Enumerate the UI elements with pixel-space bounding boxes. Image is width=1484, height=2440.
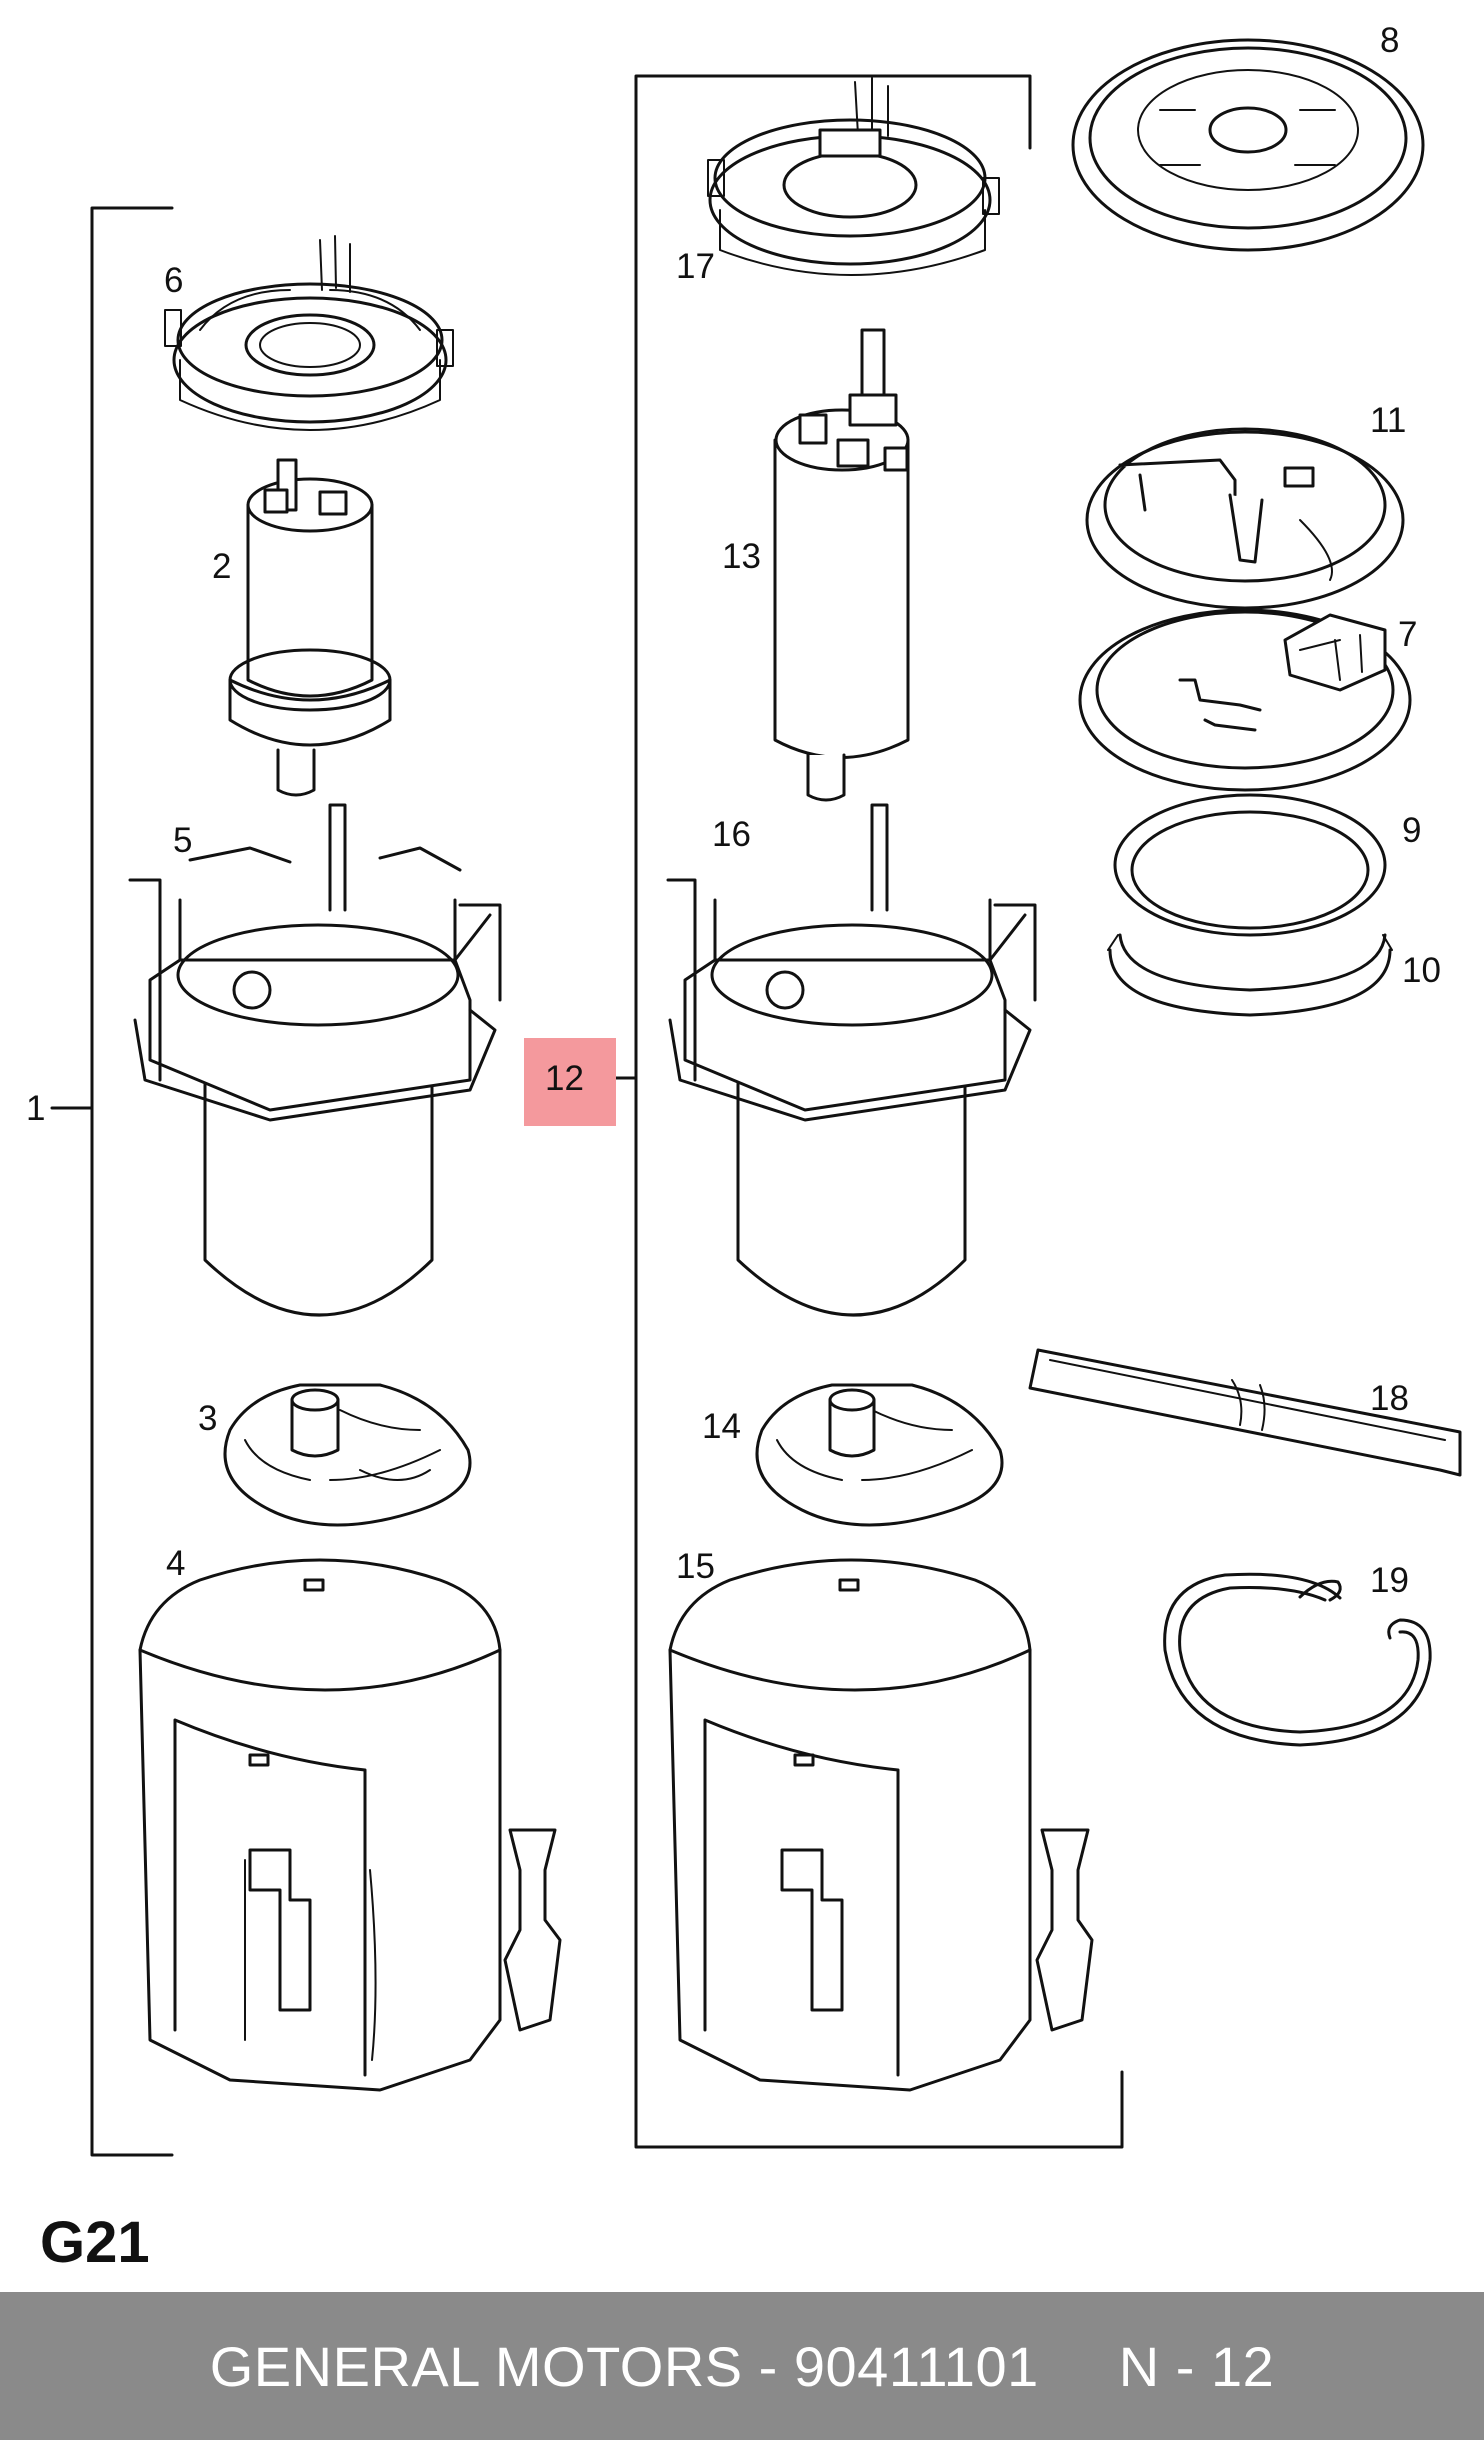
callout-17: 17 bbox=[676, 247, 715, 286]
callout-10: 10 bbox=[1402, 951, 1441, 990]
part-13-fuel-pump bbox=[773, 328, 910, 802]
callout-13: 13 bbox=[722, 537, 761, 576]
part-14-filter bbox=[755, 1383, 1004, 1527]
part-2-fuel-pump bbox=[228, 458, 392, 797]
footer-part-text: GENERAL MOTORS - 90411101 bbox=[209, 2334, 1039, 2398]
callout-7: 7 bbox=[1398, 615, 1417, 654]
part-19-clip-ring bbox=[1163, 1572, 1432, 1747]
part-6-retainer-ring bbox=[164, 235, 454, 431]
callout-16: 16 bbox=[712, 815, 751, 854]
part-9-seal-ring bbox=[1113, 793, 1387, 937]
callout-8: 8 bbox=[1380, 21, 1399, 60]
bracket-assembly-12 bbox=[634, 74, 1124, 2149]
diagram-code: G21 bbox=[40, 2210, 150, 2275]
callout-12: 12 bbox=[545, 1059, 584, 1098]
part-3-filter bbox=[223, 1383, 472, 1527]
part-7-flange-connector bbox=[1078, 608, 1412, 792]
callout-1: 1 bbox=[26, 1089, 45, 1128]
callout-5: 5 bbox=[173, 821, 192, 860]
callout-6: 6 bbox=[164, 261, 183, 300]
part-18-strap bbox=[1028, 1348, 1462, 1477]
callout-19: 19 bbox=[1370, 1561, 1409, 1600]
callout-14: 14 bbox=[702, 1407, 741, 1446]
part-17-retainer-ring bbox=[707, 77, 1000, 276]
parts-diagram: 1 2 3 4 5 6 7 8 9 10 11 12 13 14 15 16 1… bbox=[26, 21, 1462, 2275]
callout-11: 11 bbox=[1370, 401, 1406, 440]
callout-18: 18 bbox=[1370, 1379, 1409, 1418]
part-11-flange bbox=[1085, 427, 1405, 610]
footer-position-text: N - 12 bbox=[1118, 2334, 1275, 2398]
part-15-reservoir bbox=[668, 1558, 1094, 2092]
callout-12-highlight bbox=[524, 1038, 616, 1126]
callout-9: 9 bbox=[1402, 811, 1421, 850]
callout-3: 3 bbox=[198, 1399, 217, 1438]
callout-4: 4 bbox=[166, 1544, 185, 1583]
bracket-assembly-1 bbox=[90, 206, 174, 2157]
callout-15: 15 bbox=[676, 1547, 715, 1586]
part-4-reservoir bbox=[138, 1558, 562, 2092]
part-8-cover bbox=[1071, 38, 1425, 252]
part-16-reservoir-bracket bbox=[666, 803, 1037, 1317]
callout-2: 2 bbox=[212, 547, 231, 586]
part-5-reservoir-bracket bbox=[128, 803, 502, 1317]
footer-bar: GENERAL MOTORS - 90411101 N - 12 bbox=[0, 2292, 1484, 2440]
part-10-seal-ring bbox=[1107, 933, 1393, 1017]
